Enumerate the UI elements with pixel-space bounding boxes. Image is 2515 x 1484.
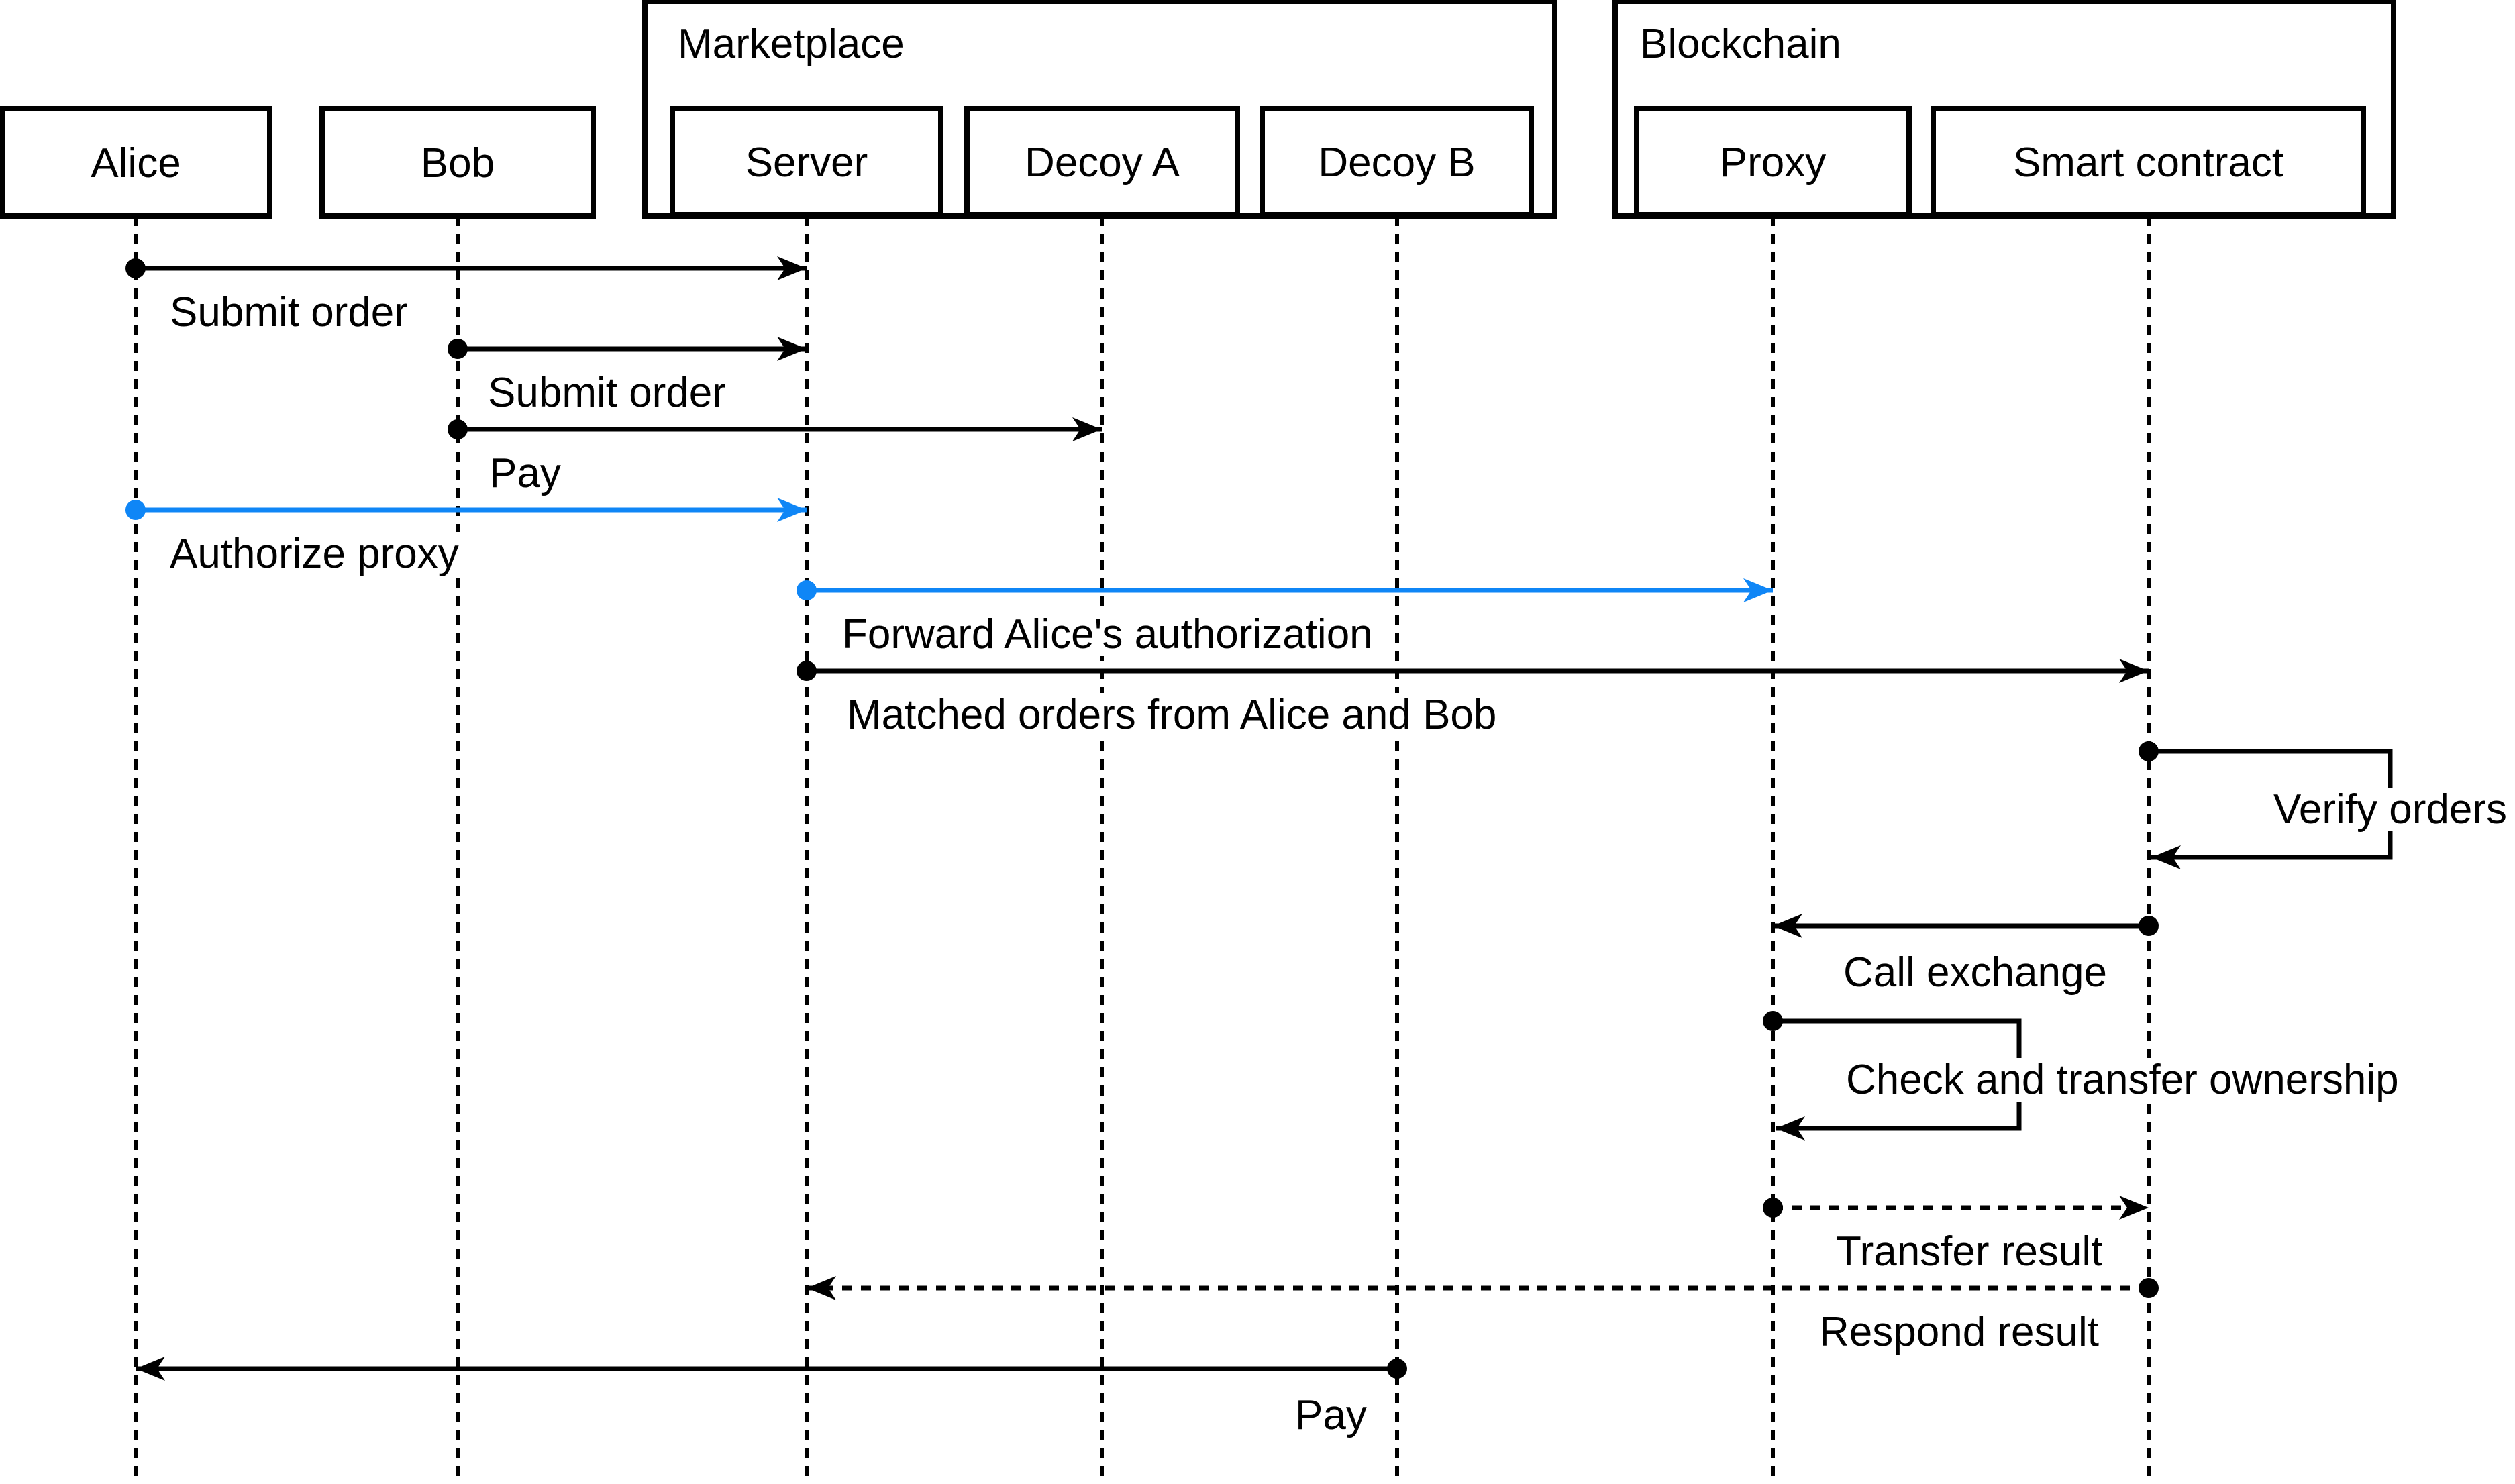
message-source-dot-check-transfer	[1763, 1011, 1783, 1031]
message-authorize-proxy: Authorize proxy	[164, 531, 464, 577]
message-source-dot-pay-final	[1387, 1359, 1407, 1379]
message-label-submit-order-alice: Submit order	[170, 289, 408, 335]
message-verify-orders: Verify orders	[2268, 786, 2513, 833]
message-label-bg-matched-orders	[841, 693, 1502, 737]
message-pay-decoy-a: Pay	[484, 450, 566, 496]
message-source-dot-submit-order-alice	[125, 258, 146, 278]
message-label-authorize-proxy: Authorize proxy	[170, 531, 459, 577]
group-label-marketplace: Marketplace	[678, 21, 905, 67]
message-label-bg-authorize-proxy	[164, 532, 464, 576]
message-source-dot-respond-result	[2139, 1278, 2159, 1298]
message-pay-final: Pay	[1290, 1392, 1372, 1438]
message-label-pay-decoy-a: Pay	[489, 450, 561, 496]
message-label-verify-orders: Verify orders	[2273, 786, 2507, 833]
participant-label-alice: Alice	[91, 140, 181, 187]
message-label-bg-submit-order-bob	[482, 371, 731, 415]
participant-box-decoy-b	[1260, 106, 1534, 217]
message-label-respond-result: Respond result	[1819, 1309, 2099, 1355]
message-source-dot-call-exchange	[2139, 916, 2159, 936]
message-matched-orders: Matched orders from Alice and Bob	[841, 692, 1502, 738]
participant-box-smart-contract	[1931, 106, 2366, 217]
participant-label-bob: Bob	[421, 140, 495, 187]
message-source-dot-pay-decoy-a	[448, 419, 468, 439]
participant-label-decoy-a: Decoy A	[1025, 140, 1180, 186]
message-label-bg-submit-order-alice	[164, 290, 413, 334]
message-label-bg-check-transfer	[1841, 1058, 2404, 1102]
message-label-bg-forward-authorization	[837, 613, 1378, 656]
message-submit-order-bob: Submit order	[482, 370, 731, 416]
message-label-check-transfer: Check and transfer ownership	[1846, 1057, 2399, 1103]
participant-box-server	[670, 106, 943, 217]
message-label-matched-orders: Matched orders from Alice and Bob	[847, 692, 1496, 738]
participant-label-decoy-b: Decoy B	[1318, 140, 1475, 186]
message-submit-order-alice: Submit order	[164, 289, 413, 335]
message-call-exchange: Call exchange	[1838, 949, 2112, 996]
message-source-dot-transfer-result	[1763, 1198, 1783, 1218]
message-source-dot-matched-orders	[797, 661, 817, 681]
participant-box-bob	[319, 106, 596, 219]
message-forward-authorization: Forward Alice's authorization	[837, 611, 1378, 657]
message-label-transfer-result: Transfer result	[1836, 1228, 2102, 1275]
message-source-dot-verify-orders	[2139, 741, 2159, 761]
participant-box-decoy-a	[964, 106, 1240, 217]
message-label-bg-transfer-result	[1831, 1230, 2108, 1273]
message-label-call-exchange: Call exchange	[1843, 949, 2107, 996]
message-source-dot-forward-authorization	[797, 580, 817, 600]
participant-label-proxy: Proxy	[1720, 140, 1826, 186]
message-label-bg-call-exchange	[1838, 951, 2112, 994]
participant-label-smart-contract: Smart contract	[2013, 140, 2283, 186]
participant-label-server: Server	[746, 140, 868, 186]
message-label-forward-authorization: Forward Alice's authorization	[842, 611, 1373, 657]
message-label-bg-pay-decoy-a	[484, 452, 566, 495]
message-label-bg-respond-result	[1814, 1310, 2105, 1354]
message-transfer-result: Transfer result	[1831, 1228, 2108, 1275]
message-source-dot-submit-order-bob	[448, 339, 468, 359]
message-label-bg-verify-orders	[2268, 788, 2513, 831]
participant-box-alice	[0, 106, 272, 219]
message-respond-result: Respond result	[1814, 1309, 2105, 1355]
message-label-bg-pay-final	[1290, 1393, 1372, 1437]
message-label-pay-final: Pay	[1295, 1392, 1367, 1438]
participant-box-proxy	[1634, 106, 1912, 217]
message-source-dot-authorize-proxy	[125, 500, 146, 520]
message-label-submit-order-bob: Submit order	[488, 370, 726, 416]
message-check-transfer: Check and transfer ownership	[1841, 1057, 2404, 1103]
group-label-blockchain: Blockchain	[1640, 21, 1841, 67]
